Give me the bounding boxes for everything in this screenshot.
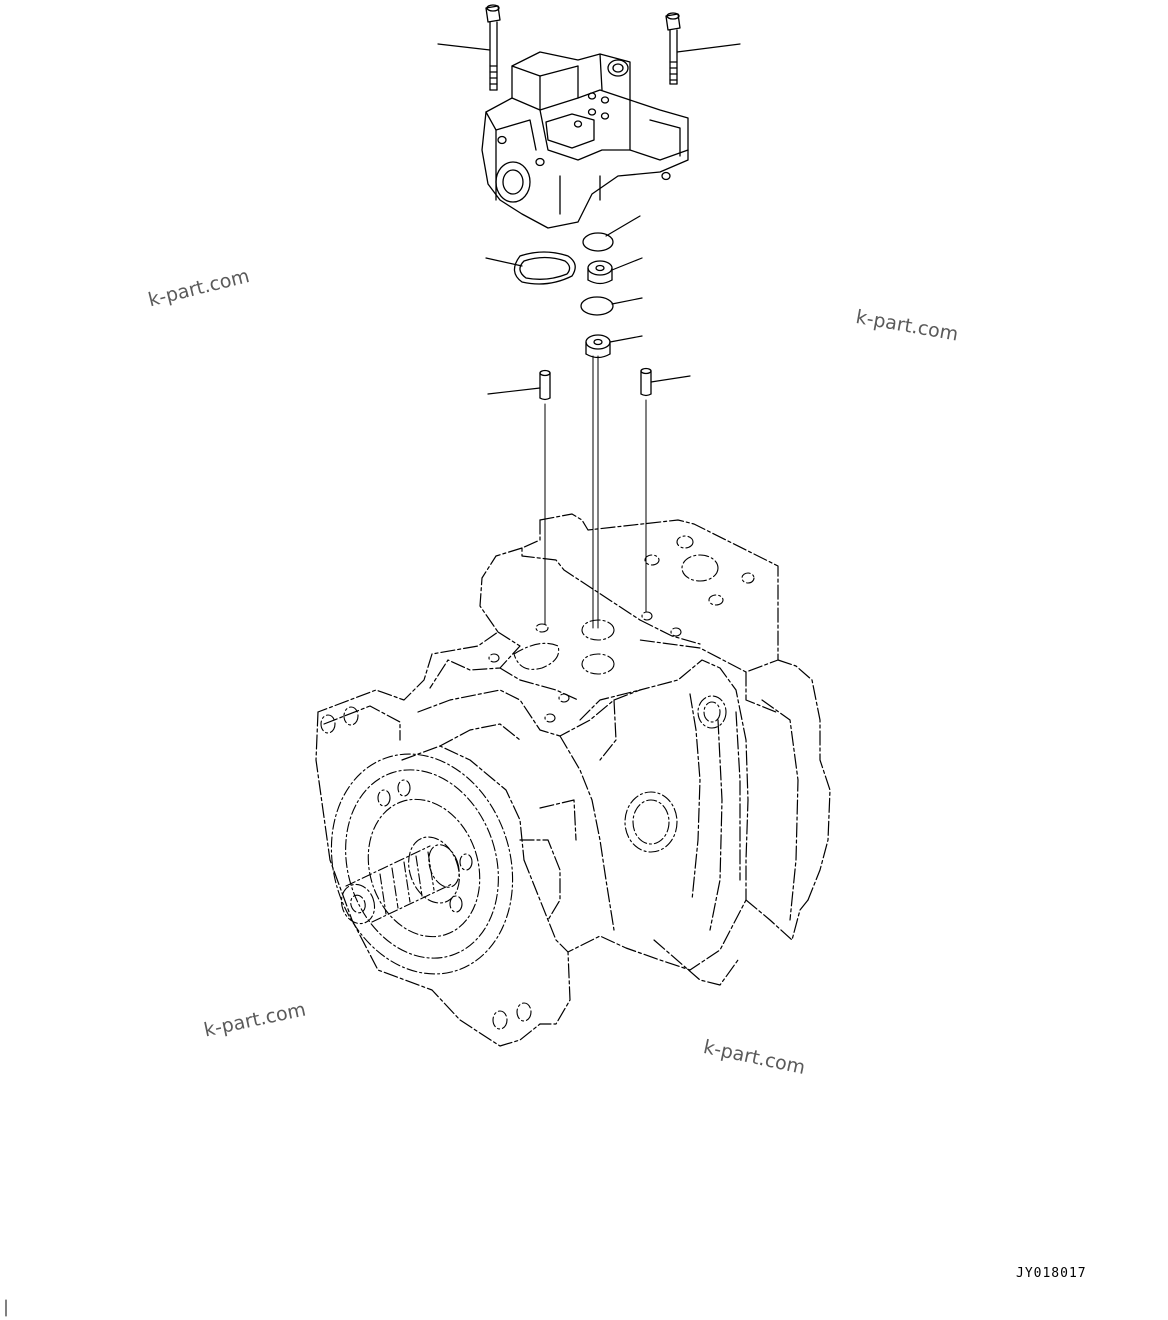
pump-details — [320, 535, 755, 1030]
drawing-code: JY018017 — [1016, 1266, 1087, 1281]
pump-body — [315, 513, 831, 1047]
dowel-pin-left — [539, 369, 551, 401]
leader-lines — [437, 43, 741, 395]
alignment-lines — [544, 355, 647, 629]
dowel-pin-right — [640, 367, 652, 397]
splined-shaft — [340, 836, 460, 925]
o-ring-small-mid — [580, 296, 614, 316]
valve-block — [481, 51, 689, 229]
spacer-lower — [585, 334, 611, 359]
o-ring-oval — [513, 251, 576, 285]
spacer-upper — [587, 260, 613, 285]
bolt-right — [665, 12, 681, 85]
bolt-left — [485, 4, 501, 91]
o-ring-small-top — [582, 232, 614, 252]
